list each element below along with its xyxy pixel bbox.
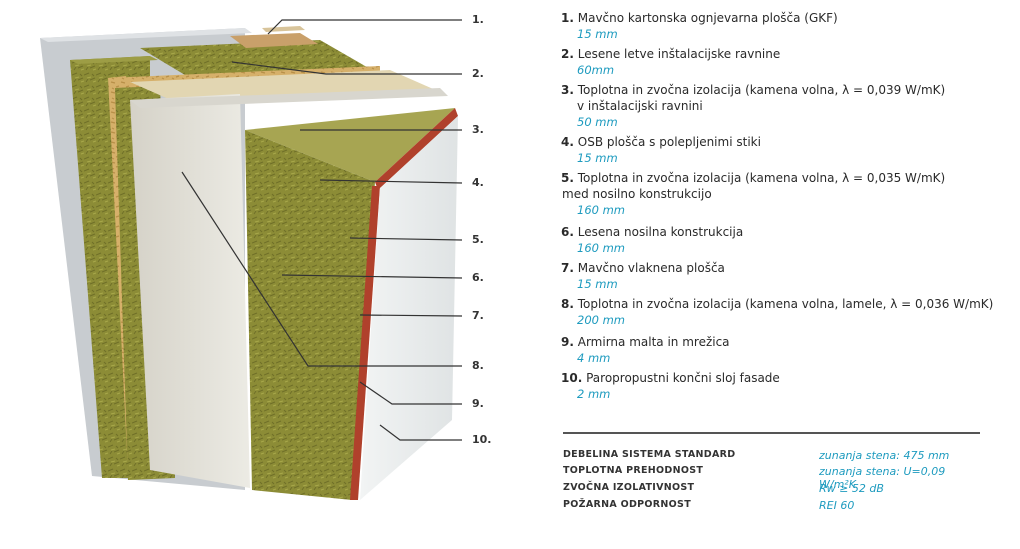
- spec-row-thickness: DEBELINA SISTEMA STANDARD zunanja stena:…: [563, 449, 983, 465]
- legend-value: 160 mm: [577, 241, 626, 255]
- legend-value: 15 mm: [577, 151, 618, 165]
- callout-9: 9.: [472, 397, 484, 410]
- spec-value: zunanja stena: 475 mm: [819, 449, 950, 462]
- callout-6: 6.: [472, 271, 484, 284]
- legend-title: OSB plošča s polepljenimi stiki: [577, 135, 761, 149]
- spec-label: TOPLOTNA PREHODNOST: [563, 465, 704, 476]
- legend-title: Lesene letve inštalacijske ravnine: [577, 47, 781, 61]
- legend-value: 4 mm: [577, 351, 611, 365]
- callout-7: 7.: [472, 309, 484, 322]
- leader-lines: [181, 19, 463, 441]
- legend-title: Paropropustni končni sloj fasade: [586, 371, 780, 385]
- legend-item-4: 4. OSB plošča s polepljenimi stiki 15 mm: [561, 134, 1001, 170]
- legend-num: 2.: [561, 47, 574, 61]
- legend-num: 1.: [561, 11, 574, 25]
- legend-value: 160 mm: [577, 203, 626, 217]
- section-divider: [563, 432, 980, 434]
- legend-title: Toplotna in zvočna izolacija (kamena vol…: [577, 297, 994, 311]
- layer-installation-wool: [140, 26, 372, 78]
- legend-num: 4.: [561, 135, 574, 149]
- callout-5: 5.: [472, 233, 484, 246]
- legend-num: 10.: [561, 371, 583, 385]
- legend-item-5: 5. Toplotna in zvočna izolacija (kamena …: [561, 170, 1001, 224]
- legend-num: 6.: [561, 225, 574, 239]
- legend-item-10: 10. Paropropustni končni sloj fasade 2 m…: [561, 370, 1001, 406]
- layer-legend: 1. Mavčno kartonska ognjevarna plošča (G…: [561, 10, 1001, 406]
- legend-num: 7.: [561, 261, 574, 275]
- legend-title: Mavčno kartonska ognjevarna plošča (GKF): [577, 11, 838, 25]
- callout-4: 4.: [472, 176, 484, 189]
- legend-item-7: 7. Mavčno vlaknena plošča 15 mm: [561, 260, 1001, 296]
- callout-10: 10.: [472, 433, 492, 446]
- layer-facade-wool-lamellas: [245, 108, 458, 500]
- callout-3: 3.: [472, 123, 484, 136]
- legend-title: Toplotna in zvočna izolacija (kamena vol…: [577, 171, 946, 185]
- legend-num: 8.: [561, 297, 574, 311]
- spec-label: POŽARNA ODPORNOST: [563, 499, 691, 510]
- spec-value: REI 60: [819, 499, 855, 512]
- legend-value: 60mm: [577, 63, 615, 77]
- legend-item-2: 2. Lesene letve inštalacijske ravnine 60…: [561, 46, 1001, 82]
- legend-subtitle: v inštalacijski ravnini: [577, 99, 703, 113]
- legend-value: 200 mm: [577, 313, 626, 327]
- legend-item-8: 8. Toplotna in zvočna izolacija (kamena …: [561, 296, 1001, 334]
- spec-row-fire-resistance: POŽARNA ODPORNOST REI 60: [563, 499, 983, 515]
- spec-value: zunanja stena: U=0,09 W/m²K: [819, 465, 946, 491]
- legend-value: 2 mm: [577, 387, 611, 401]
- legend-title: Toplotna in zvočna izolacija (kamena vol…: [577, 83, 946, 97]
- layer-gypsum-fibre-board: [130, 88, 448, 488]
- legend-value: 50 mm: [577, 115, 618, 129]
- callout-1: 1.: [472, 13, 484, 26]
- legend-title: Mavčno vlaknena plošča: [577, 261, 725, 275]
- spec-label: ZVOČNA IZOLATIVNOST: [563, 482, 695, 493]
- legend-item-9: 9. Armirna malta in mrežica 4 mm: [561, 334, 1001, 370]
- legend-item-6: 6. Lesena nosilna konstrukcija 160 mm: [561, 224, 1001, 260]
- legend-num: 9.: [561, 335, 574, 349]
- callout-2: 2.: [472, 67, 484, 80]
- spec-label: DEBELINA SISTEMA STANDARD: [563, 449, 736, 460]
- spec-row-sound-insulation: ZVOČNA IZOLATIVNOST Rw ≥ 52 dB: [563, 482, 983, 498]
- legend-num: 3.: [561, 83, 574, 97]
- spec-value: Rw ≥ 52 dB: [819, 482, 884, 495]
- legend-value: 15 mm: [577, 277, 618, 291]
- legend-title: Armirna malta in mrežica: [577, 335, 730, 349]
- legend-title: Lesena nosilna konstrukcija: [577, 225, 744, 239]
- callout-8: 8.: [472, 359, 484, 372]
- legend-num: 5.: [561, 171, 574, 185]
- spec-row-u-value: TOPLOTNA PREHODNOST zunanja stena: U=0,0…: [563, 465, 983, 491]
- legend-subtitle: med nosilno konstrukcijo: [562, 187, 712, 201]
- legend-item-3: 3. Toplotna in zvočna izolacija (kamena …: [561, 82, 1001, 134]
- legend-item-1: 1. Mavčno kartonska ognjevarna plošča (G…: [561, 10, 1001, 46]
- legend-value: 15 mm: [577, 27, 618, 41]
